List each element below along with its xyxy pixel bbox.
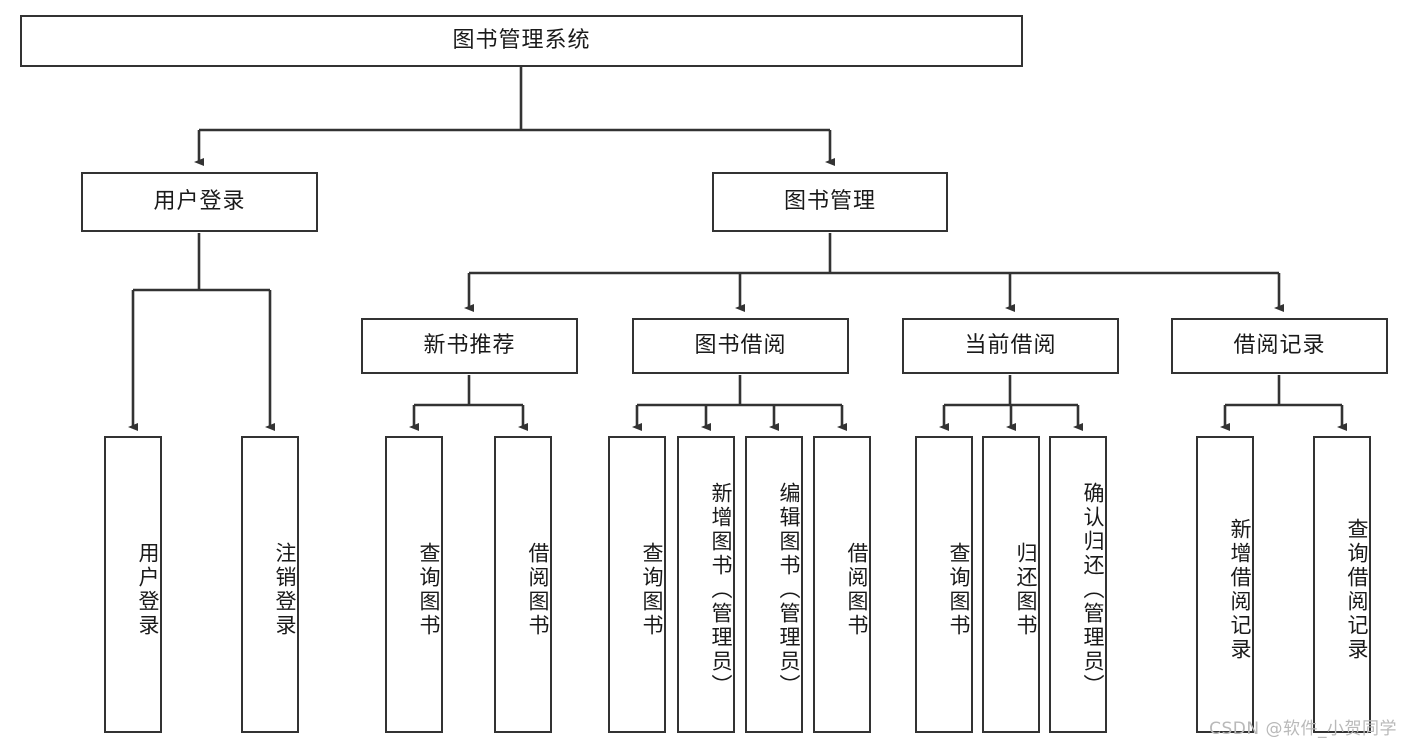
node-label: 新书推荐 xyxy=(423,333,516,359)
leaf-edit-book[interactable]: 编辑图书（管理员） xyxy=(745,436,803,733)
node-label: 新增借阅记录 xyxy=(1228,517,1252,662)
node-label: 归还图书 xyxy=(1014,541,1038,638)
leaf-logout-login[interactable]: 注销登录 xyxy=(241,436,299,733)
leaf-borrow-book-1[interactable]: 借阅图书 xyxy=(494,436,552,733)
node-book-manage[interactable]: 图书管理 xyxy=(712,172,948,232)
node-book-borrow[interactable]: 图书借阅 xyxy=(632,318,849,374)
node-label: 查询借阅记录 xyxy=(1345,517,1369,662)
leaf-return-book[interactable]: 归还图书 xyxy=(982,436,1040,733)
node-label: 用户登录 xyxy=(136,541,160,638)
node-borrow-record[interactable]: 借阅记录 xyxy=(1171,318,1388,374)
node-root-system[interactable]: 图书管理系统 xyxy=(20,15,1023,67)
leaf-confirm-return[interactable]: 确认归还（管理员） xyxy=(1049,436,1107,733)
node-current-borrow[interactable]: 当前借阅 xyxy=(902,318,1119,374)
node-label: 查询图书 xyxy=(640,541,664,638)
node-label: 图书管理系统 xyxy=(452,28,591,54)
node-label: 确认归还（管理员） xyxy=(1081,481,1105,698)
node-label: 借阅图书 xyxy=(526,541,550,638)
node-label: 新增图书（管理员） xyxy=(709,481,733,698)
leaf-query-book-2[interactable]: 查询图书 xyxy=(608,436,666,733)
node-user-login[interactable]: 用户登录 xyxy=(81,172,318,232)
node-label: 用户登录 xyxy=(153,189,246,215)
leaf-query-book-1[interactable]: 查询图书 xyxy=(385,436,443,733)
leaf-query-book-3[interactable]: 查询图书 xyxy=(915,436,973,733)
node-label: 借阅记录 xyxy=(1233,333,1326,359)
node-label: 编辑图书（管理员） xyxy=(777,481,801,698)
csdn-watermark: CSDN @软件_小贺同学 xyxy=(1209,719,1397,739)
node-label: 图书借阅 xyxy=(694,333,787,359)
leaf-query-record[interactable]: 查询借阅记录 xyxy=(1313,436,1371,733)
node-label: 注销登录 xyxy=(273,541,297,638)
leaf-add-book[interactable]: 新增图书（管理员） xyxy=(677,436,735,733)
leaf-borrow-book-2[interactable]: 借阅图书 xyxy=(813,436,871,733)
node-label: 当前借阅 xyxy=(964,333,1057,359)
node-new-book-recommend[interactable]: 新书推荐 xyxy=(361,318,578,374)
leaf-user-login[interactable]: 用户登录 xyxy=(104,436,162,733)
node-label: 借阅图书 xyxy=(845,541,869,638)
node-label: 查询图书 xyxy=(947,541,971,638)
node-label: 图书管理 xyxy=(783,189,876,215)
leaf-add-record[interactable]: 新增借阅记录 xyxy=(1196,436,1254,733)
node-label: 查询图书 xyxy=(417,541,441,638)
